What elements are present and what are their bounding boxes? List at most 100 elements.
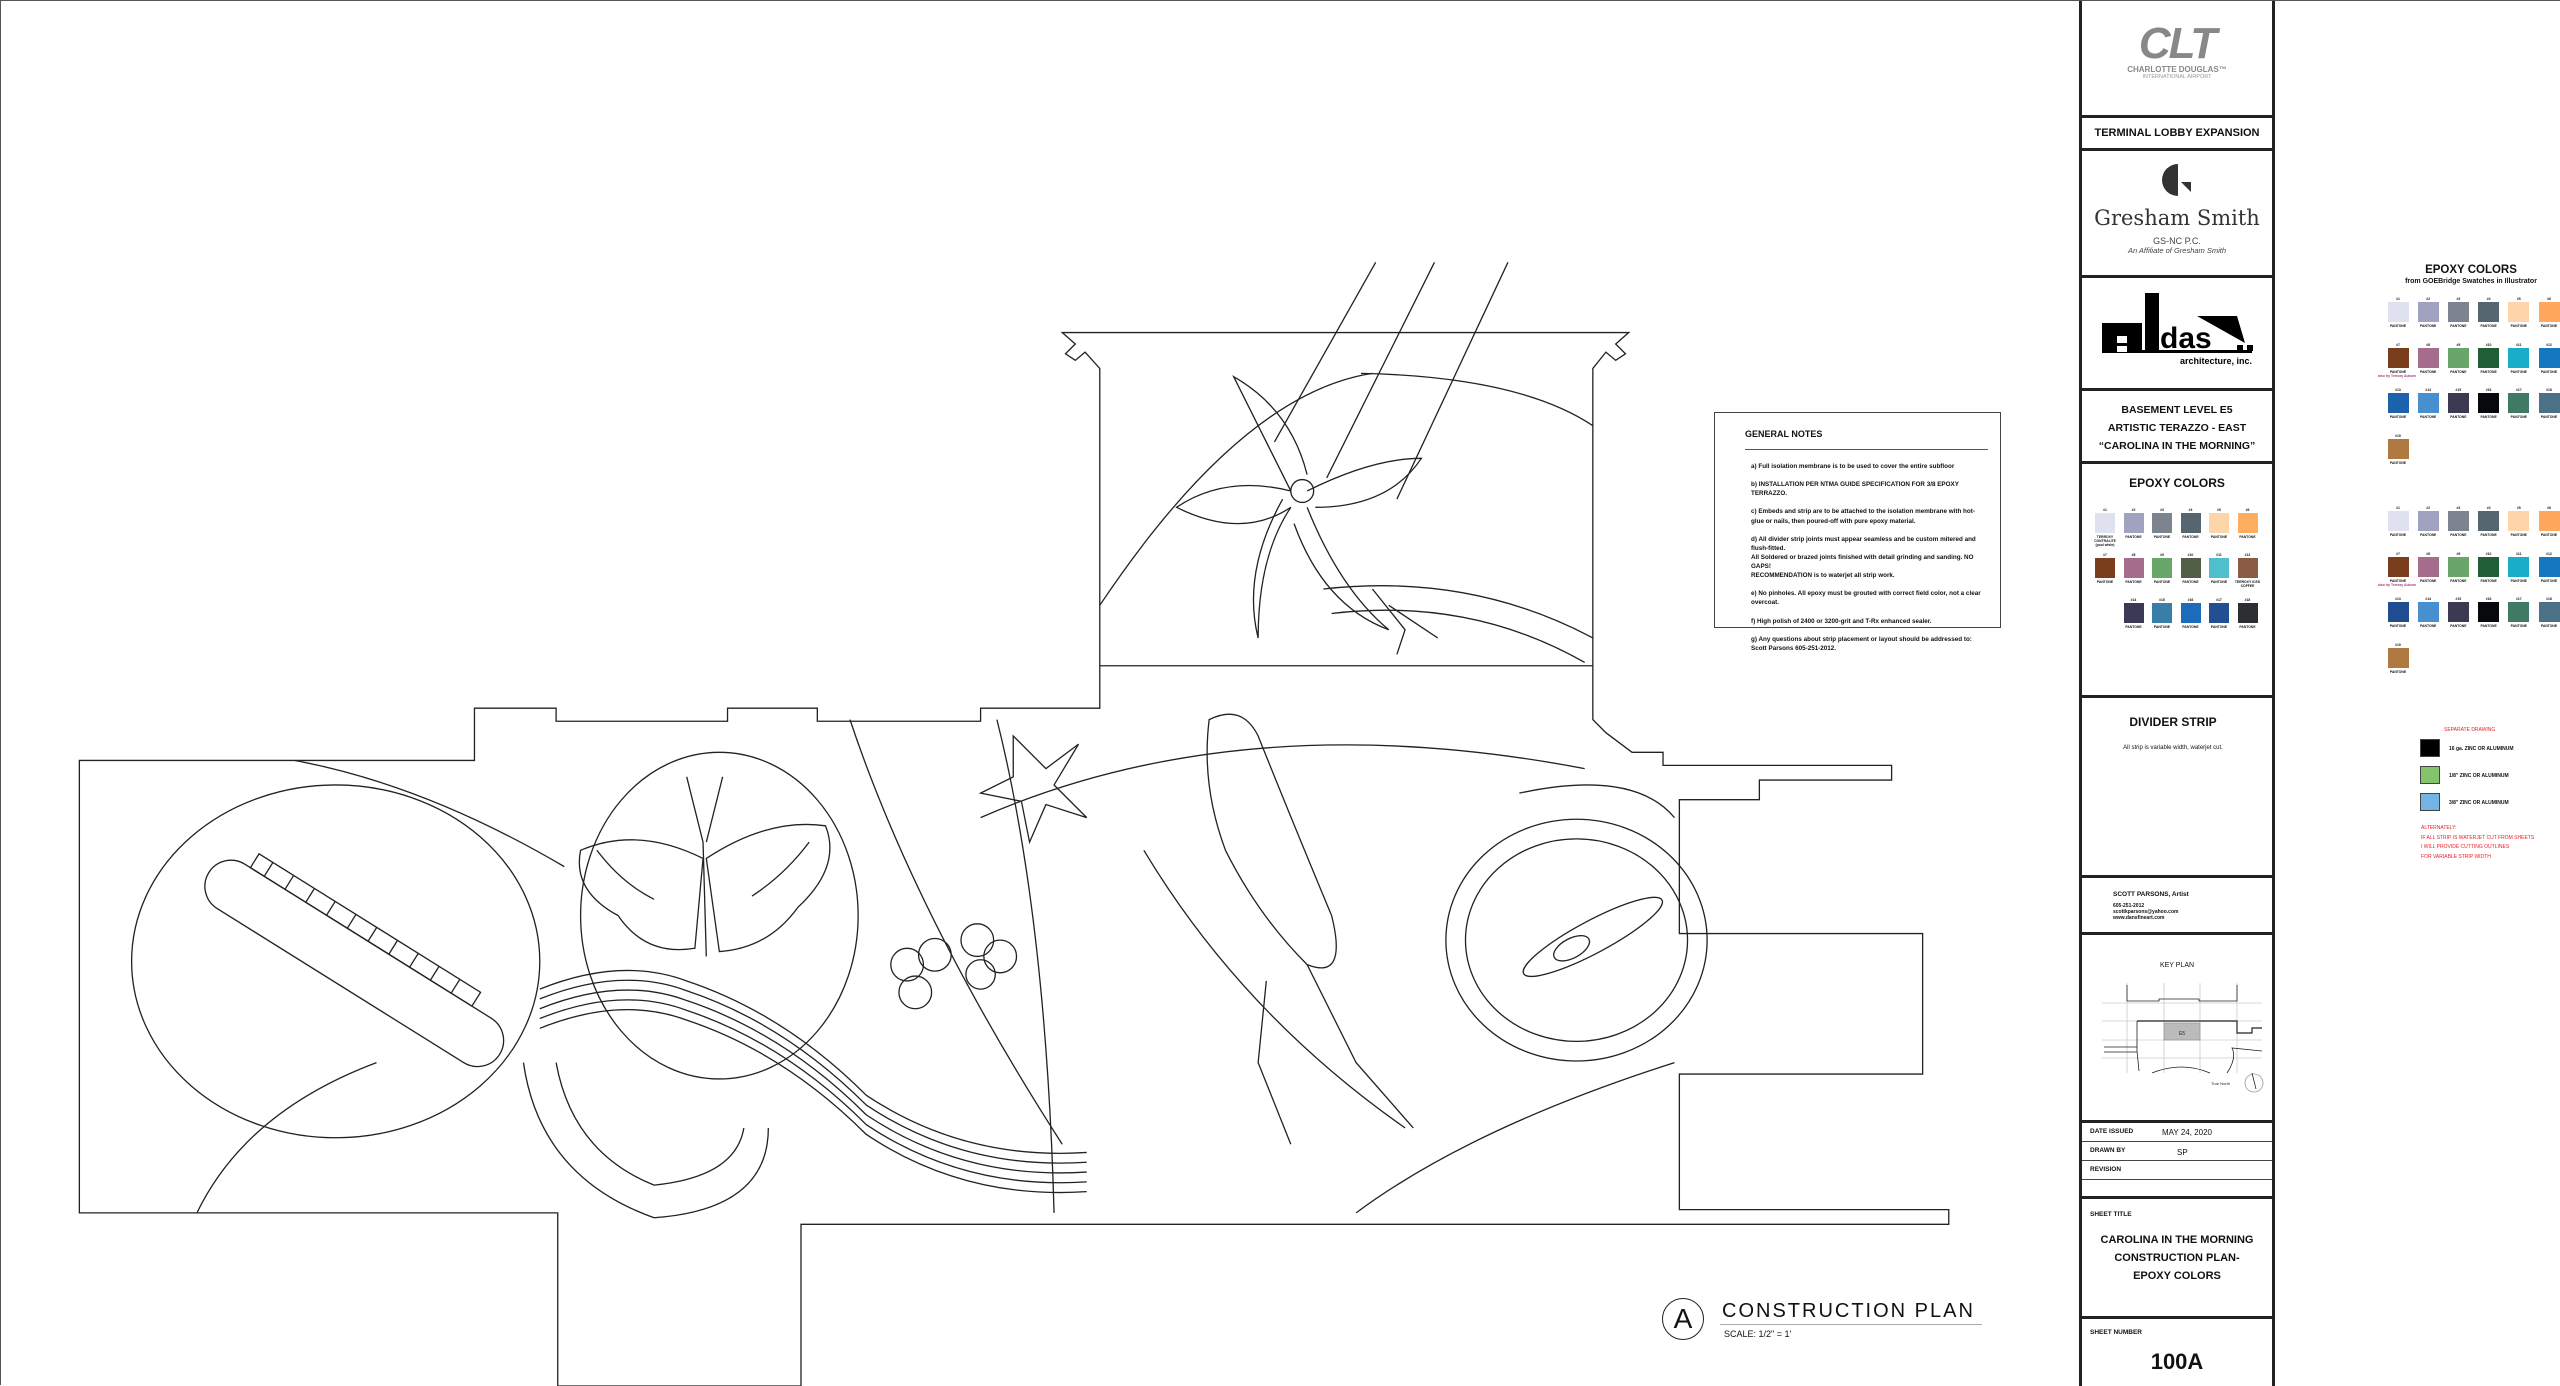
- swatch-label: PANTONE: [2389, 460, 2407, 465]
- swatch-color: [2237, 603, 2258, 623]
- swatch-label: PANTONE: [2210, 580, 2228, 584]
- swatch-label: PANTONE: [2420, 533, 2437, 537]
- artist-block: SCOTT PARSONS, Artist 605-251-2012 scott…: [2082, 878, 2272, 935]
- swatch-number: #8: [2131, 553, 2136, 557]
- swatch-color: [2417, 602, 2439, 622]
- swatch-label: PANTONE: [2389, 624, 2407, 628]
- note-item: g) Any questions about strip placement o…: [1751, 635, 1972, 652]
- swatch-color: [2538, 511, 2560, 531]
- music-staff-motif: [539, 969, 1087, 1194]
- swatch-label: PANTONE: [2510, 578, 2527, 583]
- swatch-label: PANTONE: [2389, 669, 2407, 674]
- swatch-label: PANTONE: [2182, 535, 2199, 539]
- artist-phone: 605-251-2012: [2113, 903, 2145, 909]
- swatch-label: PANTONE: [2125, 625, 2142, 629]
- swatch-label: PANTONE: [2420, 624, 2437, 628]
- swatch-label: PANTONE: [2450, 578, 2467, 583]
- swatch-label: PANTONE: [2420, 369, 2437, 374]
- sheet-title-label: SHEET TITLE: [2090, 1211, 2132, 1218]
- swatch-number: #3: [2456, 506, 2461, 510]
- swatch-number: #5: [2516, 297, 2521, 301]
- swatch-color: [2152, 513, 2172, 533]
- swatch-number: #14: [2425, 597, 2432, 601]
- key-plan-zone-label: E5: [2179, 1031, 2185, 1037]
- divider-strip-text: All strip is variable width, waterjet cu…: [2123, 745, 2223, 751]
- swatch-color: [2209, 513, 2229, 533]
- swatch-number: #14: [2425, 388, 2432, 392]
- swatch-label: PANTONE: [2210, 535, 2228, 539]
- swatch-label: PANTONE: [2096, 580, 2114, 584]
- swatch-number: #15: [2455, 597, 2462, 601]
- swatch-label: PANTONE: [2182, 580, 2199, 584]
- drawn-by-row: DRAWN BY SP: [2082, 1142, 2272, 1161]
- swatch-label: PANTONE: [2540, 369, 2558, 374]
- swatch-label: PANTONE: [2540, 415, 2558, 419]
- swatch-color: [2417, 302, 2439, 322]
- note-item: c) Embeds and strip are to be attached t…: [1751, 508, 1975, 525]
- swatch-number: #7: [2396, 551, 2400, 556]
- swatch-number: #4: [2486, 297, 2491, 301]
- strip-legend-heading: SEPARATE DRAWING: [2444, 727, 2496, 733]
- alternate-note-line: I WILL PROVIDE CUTTING OUTLINES: [2421, 844, 2510, 850]
- swatch-label: PANTONE: [2239, 625, 2256, 629]
- swatch-color: [2447, 393, 2469, 413]
- swatch-color: [2095, 558, 2115, 578]
- swatch-label: PANTONE: [2450, 369, 2467, 374]
- swatch-label: TERROXY CONTRALITE (pool white): [2094, 535, 2116, 547]
- swatch-label: PANTONE: [2182, 625, 2199, 629]
- project-name: TERMINAL LOBBY EXPANSION: [2082, 118, 2272, 151]
- swatch-color: [2478, 302, 2500, 322]
- swatch-label: PANTONE: [2510, 369, 2527, 374]
- revision-blank-row: [2082, 1180, 2272, 1199]
- swatch-number: #11: [2216, 553, 2222, 557]
- swatch-color: [2508, 302, 2530, 322]
- das-logo-mark: das architecture, inc.: [2102, 293, 2253, 366]
- gresham-smith-g-icon: [2162, 164, 2191, 196]
- client-logo: CLT CHARLOTTE DOUGLAS™ INTERNATIONAL AIR…: [2082, 1, 2272, 118]
- location-line: ARTISTIC TERAZZO - EAST: [2107, 422, 2247, 434]
- swatch-color: [2447, 511, 2469, 531]
- swatch-number: #10: [2485, 551, 2492, 556]
- swatch-label: PANTONE: [2510, 624, 2527, 628]
- swatch-label: PANTONE: [2480, 578, 2497, 583]
- swatch-number: #9: [2456, 342, 2461, 347]
- gresham-smith-line2: An Affiliate of Gresham Smith: [2127, 246, 2227, 255]
- swatch-number: #19: [2395, 433, 2401, 438]
- alternate-note: ALTERNATELY: IF ALL STRIP IS WATERJET CU…: [2421, 824, 2534, 862]
- swatch-color: [2417, 347, 2439, 368]
- sheet-number: 100A: [2150, 1349, 2204, 1374]
- floor-outline: [78, 331, 1950, 1386]
- divider-strip-title: DIVIDER STRIP: [2129, 715, 2217, 729]
- north-arrow-icon: [2244, 1072, 2264, 1093]
- drawn-by-label: DRAWN BY: [2090, 1147, 2126, 1154]
- swatch-label: PANTONE: [2389, 578, 2407, 583]
- swatch-color: [2538, 302, 2560, 322]
- plan-marker: A: [1662, 1298, 1704, 1340]
- note-item: d) All divider strip joints must appear …: [1751, 535, 1976, 580]
- swatch-label: PANTONE: [2389, 324, 2407, 328]
- swatch-color: [2387, 602, 2409, 622]
- swatch-color: [2209, 603, 2229, 623]
- date-issued-label: DATE ISSUED: [2090, 1128, 2134, 1135]
- swatch-color: [2508, 347, 2530, 368]
- plan-label: A CONSTRUCTION PLAN SCALE: 1/2" = 1': [1662, 1298, 1992, 1348]
- strip-label: 3/8" ZINC OR ALUMINUM: [2449, 800, 2509, 806]
- swatch-color: [2387, 302, 2409, 322]
- alternate-note-line: IF ALL STRIP IS WATERJET CUT FROM SHEETS: [2421, 834, 2535, 841]
